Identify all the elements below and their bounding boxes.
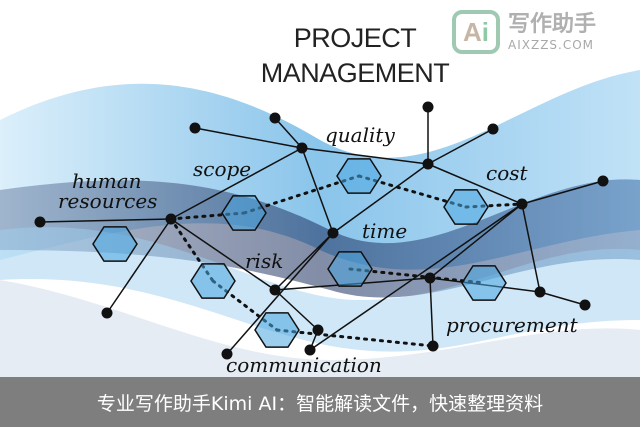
network-node <box>422 101 434 113</box>
network-node <box>221 348 233 360</box>
dotted-edge <box>275 328 435 348</box>
network-node <box>269 112 281 124</box>
network-edge <box>427 163 523 205</box>
label-procurement: procurement <box>446 313 579 337</box>
network-edge <box>429 203 523 279</box>
network-edge <box>226 232 334 355</box>
network-node <box>516 198 528 210</box>
dotted-edge <box>348 267 486 285</box>
title-line-1: PROJECT <box>294 23 417 53</box>
label-scope: scope <box>193 157 251 181</box>
label-human: human <box>72 169 142 193</box>
network-node <box>101 307 113 319</box>
hexagons <box>92 158 507 348</box>
label-risk: risk <box>245 249 283 273</box>
network-edge <box>301 147 334 234</box>
network-node <box>327 227 339 239</box>
network-edge <box>170 147 303 220</box>
hexagon <box>190 263 236 299</box>
network-node <box>189 122 201 134</box>
network-edge <box>274 232 334 291</box>
network-node <box>269 284 281 296</box>
caption-text: 专业写作助手Kimi AI：智能解读文件，快速整理资料 <box>96 392 544 415</box>
hexagon <box>221 195 267 231</box>
network-node <box>597 175 609 187</box>
network-node <box>34 216 46 228</box>
network-node <box>422 158 434 170</box>
network-edge <box>170 218 276 291</box>
network-node <box>487 123 499 135</box>
caption-banner: 专业写作助手Kimi AI：智能解读文件，快速整理资料 <box>0 377 640 427</box>
hexagon <box>254 312 300 348</box>
title-line-2: MANAGEMENT <box>261 58 450 88</box>
network-edge <box>539 291 586 306</box>
network-edge <box>521 180 604 205</box>
network-node <box>165 213 177 225</box>
hexagon <box>461 265 507 301</box>
network-node <box>296 142 308 154</box>
network-edge <box>39 218 172 223</box>
network-edge <box>521 203 541 293</box>
network-edge <box>106 218 172 314</box>
network-node <box>427 340 439 352</box>
network-edge <box>332 163 429 234</box>
network-node <box>424 272 436 284</box>
label-quality: quality <box>325 123 395 147</box>
network-edge <box>429 277 434 347</box>
label-resources: resources <box>58 189 157 213</box>
hexagon <box>92 226 138 262</box>
watermark-domain: AIXZZS.COM <box>508 38 595 52</box>
network-node <box>579 299 591 311</box>
hexagon <box>443 189 489 225</box>
hexagon <box>336 158 382 194</box>
network-edge <box>274 289 319 331</box>
hexagon <box>327 251 373 287</box>
network-node <box>304 344 316 356</box>
network-nodes <box>34 101 609 360</box>
network-edges <box>39 107 604 355</box>
label-communication: communication <box>226 353 382 377</box>
network-edge <box>301 147 429 165</box>
network-edge <box>427 128 494 165</box>
watermark-name: 写作助手 <box>508 12 597 37</box>
label-cost: cost <box>486 161 529 185</box>
network-node <box>534 286 546 298</box>
network-node <box>312 324 324 336</box>
network-edge <box>194 127 303 149</box>
label-time: time <box>362 219 407 243</box>
network-edge <box>274 117 303 149</box>
